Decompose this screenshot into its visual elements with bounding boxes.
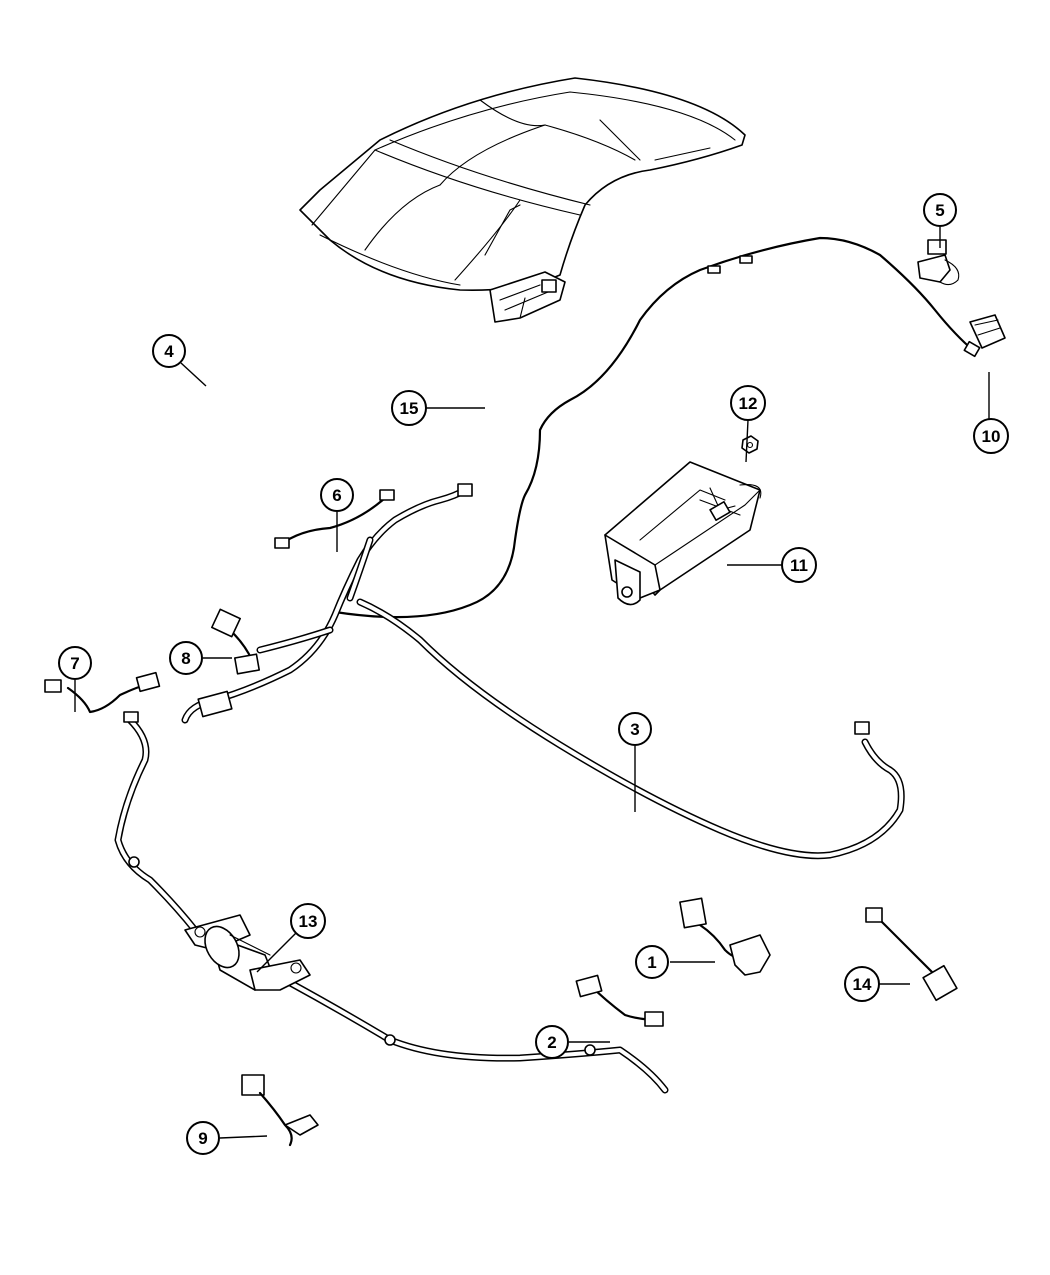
cable-2 bbox=[114, 711, 669, 1094]
svg-text:6: 6 bbox=[332, 486, 341, 505]
svg-text:4: 4 bbox=[164, 342, 174, 361]
harness-6 bbox=[274, 489, 395, 549]
callout-15: 15 bbox=[391, 390, 485, 426]
svg-text:13: 13 bbox=[299, 912, 318, 931]
callout-10: 10 bbox=[973, 372, 1009, 454]
svg-text:1: 1 bbox=[647, 953, 656, 972]
callout-14: 14 bbox=[844, 966, 910, 1002]
callouts: 1 2 3 4 5 6 7 bbox=[58, 193, 1009, 1155]
svg-text:10: 10 bbox=[982, 427, 1001, 446]
callout-13: 13 bbox=[256, 903, 326, 973]
callout-4: 4 bbox=[152, 334, 207, 387]
callout-9: 9 bbox=[186, 1121, 268, 1155]
callout-1: 1 bbox=[635, 945, 715, 979]
callout-11: 11 bbox=[727, 547, 817, 583]
switch-1 bbox=[679, 897, 771, 976]
callout-7: 7 bbox=[58, 646, 92, 712]
svg-text:15: 15 bbox=[400, 399, 419, 418]
svg-text:3: 3 bbox=[630, 720, 639, 739]
svg-text:8: 8 bbox=[181, 649, 190, 668]
callout-2: 2 bbox=[535, 1025, 610, 1059]
svg-text:7: 7 bbox=[70, 654, 79, 673]
connector-2-pigtail bbox=[575, 974, 664, 1027]
callout-6: 6 bbox=[320, 478, 354, 552]
connector-10 bbox=[969, 314, 1006, 349]
svg-text:2: 2 bbox=[547, 1033, 556, 1052]
svg-text:9: 9 bbox=[198, 1129, 207, 1148]
convertible-top bbox=[299, 77, 746, 323]
sensor-9 bbox=[241, 1074, 319, 1147]
cable-15 bbox=[333, 236, 981, 619]
harness-7 bbox=[44, 671, 161, 714]
svg-text:12: 12 bbox=[739, 394, 758, 413]
callout-5: 5 bbox=[923, 193, 957, 248]
nut-12 bbox=[741, 435, 759, 454]
callout-3: 3 bbox=[618, 712, 652, 812]
switch-5 bbox=[917, 239, 960, 286]
svg-text:14: 14 bbox=[853, 975, 872, 994]
harness-14 bbox=[865, 907, 958, 1002]
callout-8: 8 bbox=[169, 641, 232, 675]
svg-text:11: 11 bbox=[790, 556, 808, 575]
sensor-8 bbox=[211, 608, 261, 675]
module-11 bbox=[604, 461, 762, 606]
callout-12: 12 bbox=[730, 385, 766, 463]
motor-13 bbox=[184, 914, 311, 991]
svg-text:5: 5 bbox=[935, 201, 944, 220]
main-harness bbox=[181, 483, 905, 860]
